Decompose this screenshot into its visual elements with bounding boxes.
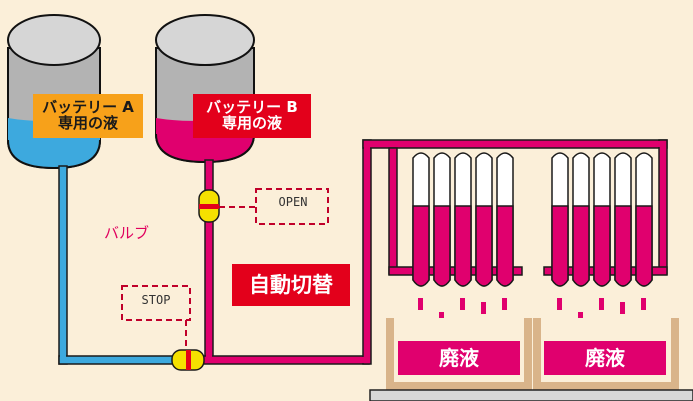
open-callout-box [255,188,329,225]
battery-b-label: バッテリー B 専用の液 [193,94,311,138]
waste-label-left: 廃液 [439,345,479,370]
battery-b-label-line2: 専用の液 [221,114,282,132]
auto-switch-label: 自動切替 [232,264,350,306]
test-tube-rack-right [543,152,668,324]
battery-a-label: バッテリー A 専用の液 [33,94,143,138]
stop-label: STOP [141,293,171,307]
tank-a-top [7,14,101,66]
tank-b-top [155,14,255,66]
valve-open [198,189,220,223]
pipe-a [58,165,182,365]
battery-b-label-line1: バッテリー B [206,98,298,117]
base-plate [369,389,693,401]
test-tube-rack-left [388,147,523,324]
waste-tray-left [386,318,532,390]
valve-label: バルブ [104,224,150,242]
tank-b [155,14,255,164]
valve-stop [171,349,205,371]
open-label: OPEN [278,195,308,209]
battery-a-label-line1: バッテリー A [42,98,134,117]
tank-a [7,14,101,170]
battery-a-label-line2: 専用の液 [57,114,118,132]
waste-tray-right [533,318,679,390]
waste-label-right: 廃液 [585,345,625,370]
stop-callout-box [121,285,191,321]
